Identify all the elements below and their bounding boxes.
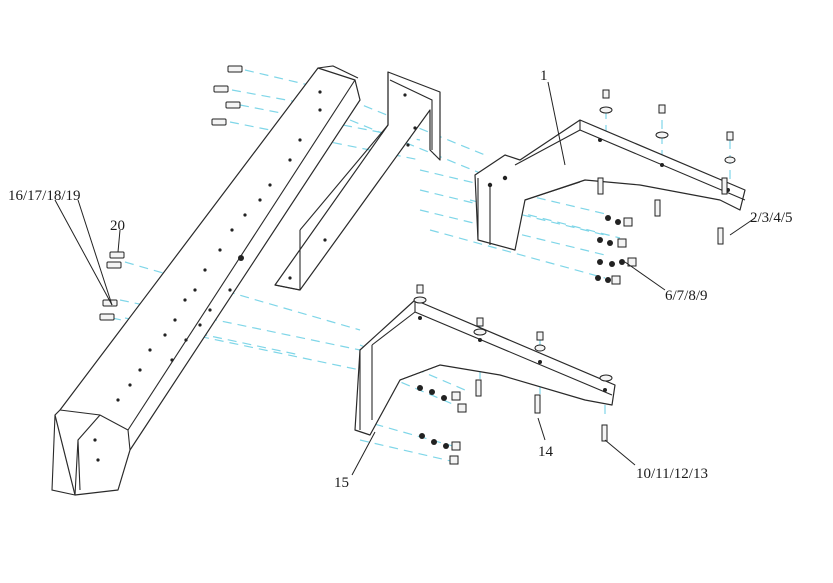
callout-15: 15	[334, 475, 349, 491]
callout-16-17-18-19: 16/17/18/19	[8, 188, 81, 204]
fasteners	[99, 65, 736, 465]
frame-rail	[51, 65, 361, 496]
bolt-group-top-left	[211, 65, 243, 126]
callout-1: 1	[540, 68, 548, 84]
lower-bracket	[354, 299, 616, 436]
callout-10-11-12-13: 10/11/12/13	[636, 466, 708, 482]
callout-6-7-8-9: 6/7/8/9	[665, 288, 708, 304]
nut-group-lower	[417, 385, 467, 465]
callout-14: 14	[538, 444, 554, 460]
callout-20: 20	[110, 218, 125, 234]
upper-bracket	[474, 119, 746, 251]
leader-lines	[54, 81, 756, 476]
callout-labels: 1 2/3/4/5 6/7/8/9 10/11/12/13 14 15 16/1…	[8, 68, 793, 491]
bolt-group-lower-left	[99, 251, 125, 321]
bolt-group-lower-bracket	[413, 284, 613, 442]
callout-2-3-4-5: 2/3/4/5	[750, 210, 793, 226]
nut-group-6-9	[595, 215, 637, 285]
bolt-group-upper-bracket	[597, 89, 736, 245]
angle-bracket	[274, 71, 441, 291]
